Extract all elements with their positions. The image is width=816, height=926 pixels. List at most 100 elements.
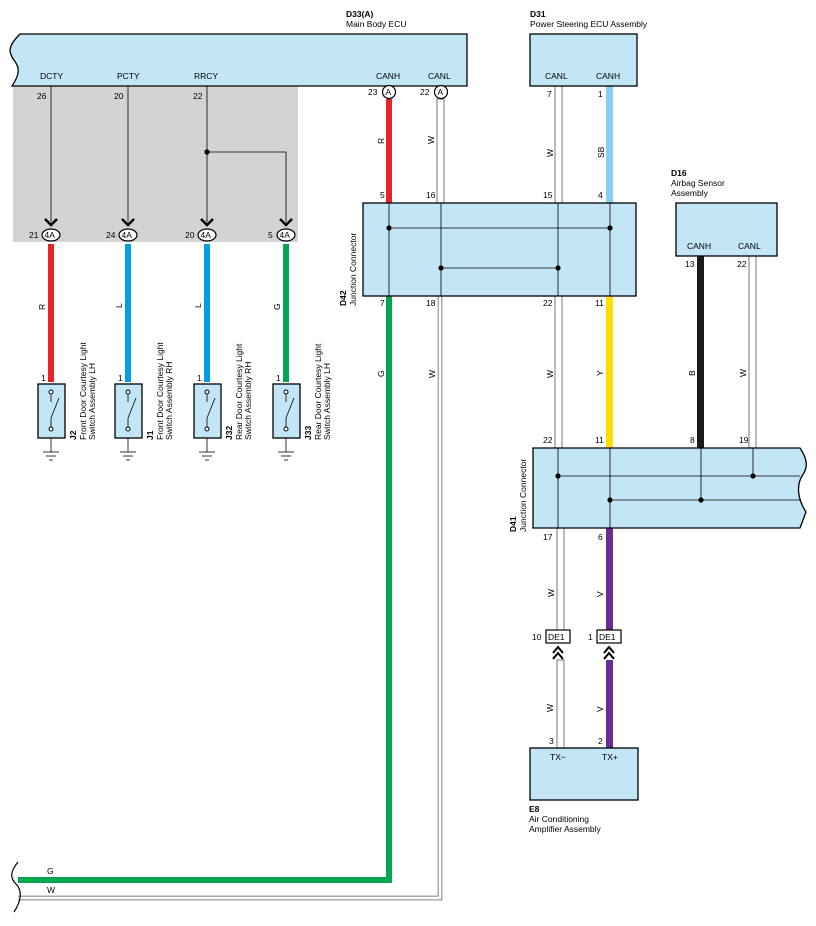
d41-dot [698, 497, 704, 503]
d42-dot [607, 225, 613, 231]
wire-d31-canh-sb [606, 86, 613, 203]
connector-de1-pin10: DE1 10 [532, 629, 571, 660]
svg-text:1: 1 [588, 632, 593, 642]
switch-j1-line2: Switch Assembly RH [164, 362, 174, 440]
wire-label-d42-7: G [376, 370, 386, 377]
svg-text:DE1: DE1 [599, 632, 616, 642]
wire-j2-r [48, 244, 54, 382]
switch-j32-code: J32 [224, 426, 234, 440]
svg-text:4A: 4A [45, 230, 56, 240]
splice-dot [204, 149, 210, 155]
d31-code: D31 [530, 9, 546, 19]
wire-j32-l [204, 244, 210, 382]
switch-j2-code: J2 [68, 430, 78, 440]
wire-label-d31-canh: SB [596, 146, 606, 158]
conn-pin-20: 20 [185, 230, 195, 240]
wire-d42-22-w [554, 295, 563, 449]
wire-label-j2: R [37, 304, 47, 310]
wire-j1-l [125, 244, 131, 382]
d41-top-pin-22: 22 [543, 435, 553, 445]
d33-connector-a-badge-canh: A [381, 84, 397, 100]
switch-j1-code: J1 [145, 430, 155, 440]
d41-top-pin-11: 11 [595, 435, 604, 445]
d33-pin-pcty: PCTY [117, 71, 140, 81]
d41-top-pin-8: 8 [690, 435, 695, 445]
d16-pin-canl: CANL [738, 241, 761, 251]
svg-text:1: 1 [41, 373, 46, 383]
connector-4a-j33: 4A 5 [268, 218, 296, 242]
d41-bottom-pin-17: 17 [543, 532, 553, 542]
d41-dot [750, 473, 756, 479]
d33-code: D33(A) [346, 9, 374, 19]
d33-pinno-20: 20 [114, 91, 124, 101]
d16-airbag-sensor-box [675, 202, 778, 257]
d41-code: D41 [508, 516, 518, 532]
d16-name-line1: Airbag Sensor [671, 178, 725, 188]
e8-name-line1: Air Conditioning [529, 814, 589, 824]
switch-j32-line1: Rear Door Courtesy Light [234, 343, 244, 440]
svg-text:A: A [438, 87, 444, 97]
d41-junction-connector-box [532, 447, 807, 529]
d42-code: D42 [338, 290, 348, 306]
d33-name: Main Body ECU [346, 19, 406, 29]
d42-internal-lines [388, 203, 611, 296]
switch-j2-line1: Front Door Courtesy Light [78, 342, 88, 440]
wire-label-d41-6: V [595, 591, 605, 597]
wire-label-d16-canl: W [738, 369, 748, 377]
d42-top-pin-5: 5 [380, 190, 385, 200]
d33-pinno-23: 23 [368, 87, 378, 97]
d31-pin-canh: CANH [596, 71, 620, 81]
switch-j33-code: J33 [303, 426, 313, 440]
svg-text:1: 1 [197, 373, 202, 383]
svg-text:4A: 4A [122, 230, 133, 240]
wire-label-d41-17: W [546, 589, 556, 597]
d16-pinno-22: 22 [737, 259, 747, 269]
switch-j32-line2: Switch Assembly RH [243, 362, 253, 440]
connector-4a-j2: 4A 21 [29, 218, 61, 242]
e8-pinno-3: 3 [549, 736, 554, 746]
conn-pin-21: 21 [29, 230, 39, 240]
conn-pin-24: 24 [106, 230, 116, 240]
d31-pinno-1: 1 [598, 89, 603, 99]
d42-dot [438, 265, 444, 271]
d33-main-body-ecu-box [9, 33, 468, 87]
d33-pinno-26: 26 [37, 91, 47, 101]
e8-pin-tx-plus: TX+ [602, 752, 618, 762]
svg-text:10: 10 [532, 632, 542, 642]
wire-label-e8-2: V [595, 706, 605, 712]
d41-bottom-pin-6: 6 [598, 532, 603, 542]
wire-d16-canl-w [748, 255, 757, 449]
wire-d41-6-v [606, 528, 613, 633]
d33-connector-a-badge-canl: A [433, 84, 449, 100]
e8-ac-amplifier-box [529, 747, 639, 801]
wire-label-j32: L [193, 303, 203, 308]
wire-label-d31-canl: W [545, 149, 555, 157]
switch-j1: 1 J1 Front Door Courtesy Light Switch As… [114, 342, 174, 461]
d16-pinno-13: 13 [685, 259, 695, 269]
wire-d42-11-y [606, 296, 613, 448]
d42-bottom-pin-18: 18 [426, 298, 436, 308]
d41-top-pin-19: 19 [739, 435, 749, 445]
wire-d33-canh-r [386, 99, 392, 203]
wire-label-d16-canh: B [687, 370, 697, 376]
wire-label-d33-canh: R [376, 138, 386, 144]
d16-code: D16 [671, 168, 687, 178]
d41-dot [607, 497, 613, 503]
d16-name-line2: Assembly [671, 188, 709, 198]
d42-top-pin-15: 15 [543, 190, 553, 200]
d42-bottom-pin-22: 22 [543, 298, 553, 308]
e8-pinno-2: 2 [598, 736, 603, 746]
d33-pin-dcty: DCTY [40, 71, 63, 81]
svg-text:A: A [386, 87, 392, 97]
d33-pin-canl: CANL [428, 71, 451, 81]
d31-name: Power Steering ECU Assembly [530, 19, 648, 29]
d42-top-pin-4: 4 [598, 190, 603, 200]
wire-e8-3-w [556, 659, 565, 749]
d42-dot [555, 265, 561, 271]
switch-j1-line1: Front Door Courtesy Light [155, 342, 165, 440]
switch-j2: 1 J2 Front Door Courtesy Light Switch As… [37, 342, 97, 461]
wire-d41-17-w [556, 527, 565, 634]
svg-text:DE1: DE1 [548, 632, 565, 642]
d31-power-steering-ecu-box [529, 33, 638, 87]
